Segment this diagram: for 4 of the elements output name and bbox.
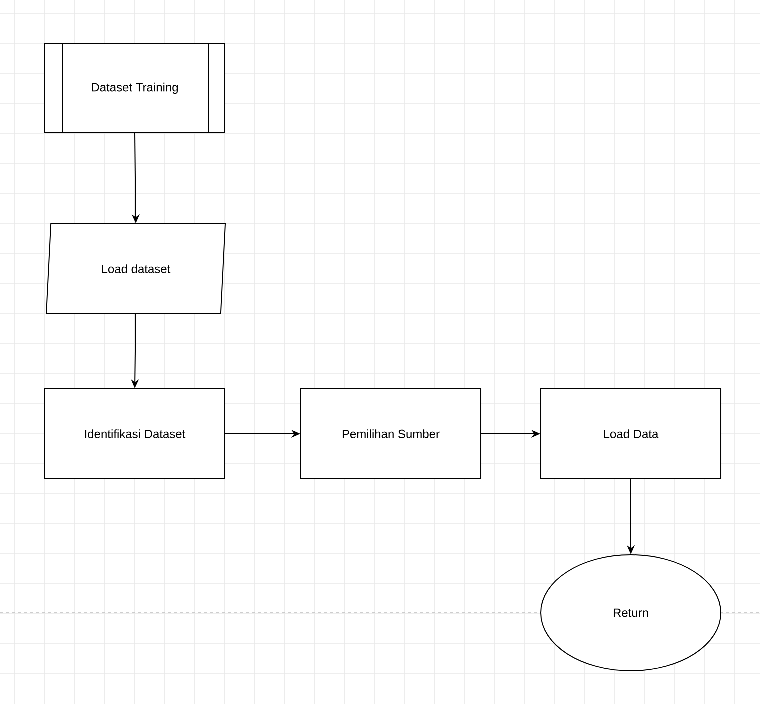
subprocess-box: Dataset Training (44, 43, 226, 134)
process-box: Load Data (540, 388, 722, 480)
process-box: Pemilihan Sumber (300, 388, 482, 480)
process-box: Identifikasi Dataset (44, 388, 226, 480)
